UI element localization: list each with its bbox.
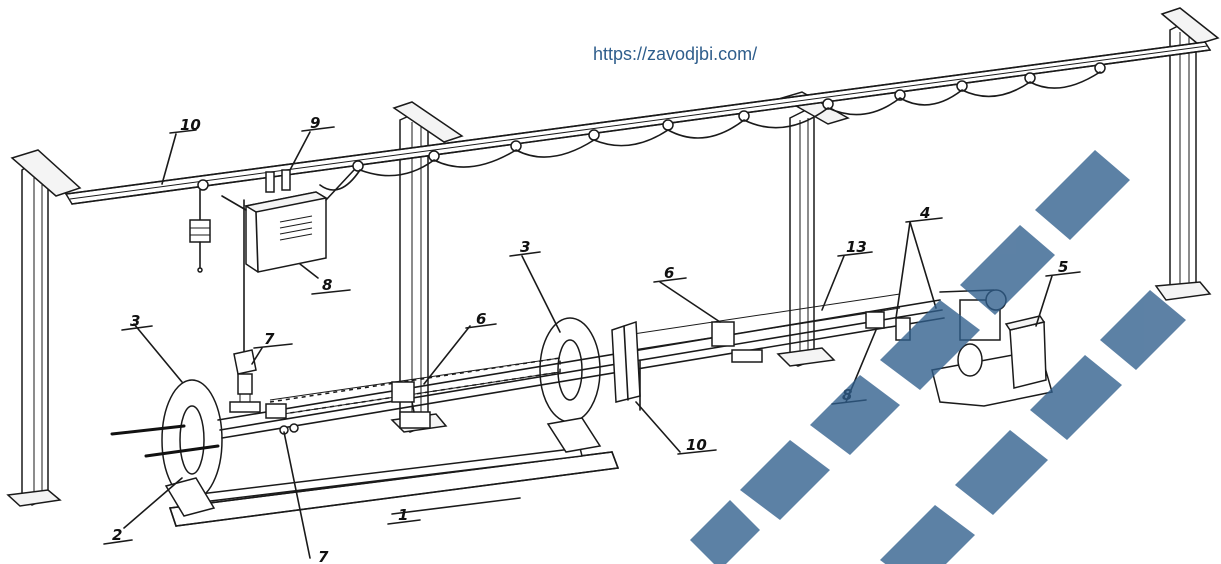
label-1: 1 [398,506,408,524]
hanging-hook-weight [189,189,211,273]
gantry-column-left [6,149,82,507]
label-7-left: 7 [318,548,329,564]
ring-support-left [110,379,223,517]
gantry-column-right [1154,7,1220,301]
label-4: 4 [919,204,930,222]
welding-head [229,199,261,413]
clamping-frame-8 [611,320,641,411]
ring-support-right [539,317,602,453]
label-3-right: 3 [520,238,530,256]
base-frame [168,447,620,527]
label-9: 7 [264,330,275,348]
label-6-right: 6 [664,264,674,282]
clamp-7-left [265,403,299,435]
electric-cabinet [221,169,355,273]
cable-trolleys [197,62,1106,191]
carriage-6-right [711,321,763,363]
label-5: 5 [1058,258,1068,276]
watermark-logo [690,150,1186,564]
gantry-column-mid-right [776,91,850,367]
label-8: 10 [686,436,707,454]
overhead-beam [64,41,1212,205]
carriage-6-left [391,381,431,429]
label-2: 2 [112,526,122,544]
rail-bundle [217,293,945,439]
label-3-left: 3 [130,312,140,330]
label-13: 13 [846,238,867,256]
label-11: 9 [310,114,320,132]
label-10: 8 [322,276,332,294]
watermark-url: https://zavodjbi.com/ [593,44,757,64]
label-6-left: 6 [476,310,486,328]
